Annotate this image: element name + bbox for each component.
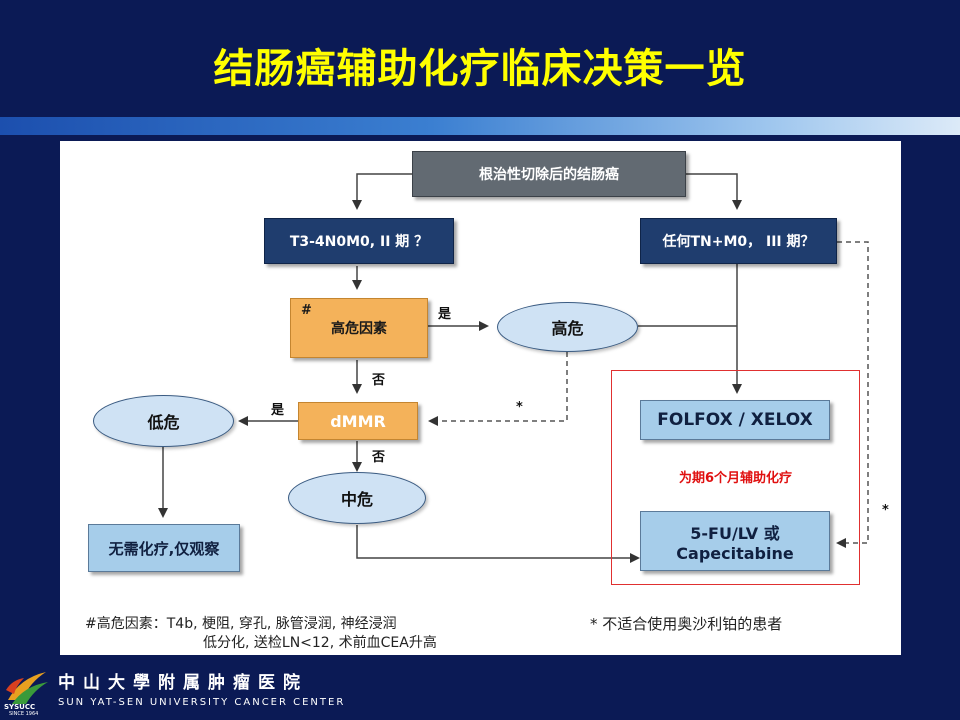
fulv-line2: Capecitabine	[676, 543, 794, 563]
duration-note: 为期6个月辅助化疗	[678, 471, 793, 486]
edge-label-no-1: 否	[372, 373, 386, 388]
node-low-risk: 低危	[93, 395, 234, 447]
node-high-risk: 高危	[497, 302, 638, 352]
risk-factors-label: 高危因素	[331, 321, 387, 337]
edge-label-star-1: *	[516, 400, 523, 415]
node-folfox: FOLFOX / XELOX	[640, 400, 830, 440]
edge-label-no-2: 否	[372, 450, 386, 465]
edge-root-stage3	[686, 173, 742, 210]
edge-mid-fulv	[356, 525, 640, 563]
footnote-risk-line1: #高危因素：T4b, 梗阻, 穿孔, 脉管浸润, 神经浸润	[85, 616, 397, 632]
institution-name-en: SUN YAT-SEN UNIVERSITY CANCER CENTER	[58, 697, 346, 708]
footnote-risk-line2: 低分化, 送检LN<12, 术前血CEA升高	[203, 635, 437, 651]
institution-name-cn: 中山大學附属肿瘤医院	[58, 673, 308, 693]
sysucc-logo-icon	[6, 672, 48, 704]
edge-label-star-2: *	[882, 503, 889, 518]
logo-subtitle: SINCE 1964	[9, 711, 39, 717]
node-stage2: T3-4N0M0, II 期 ？	[264, 218, 454, 264]
footnote-star: * 不适合使用奥沙利铂的患者	[590, 615, 783, 633]
edge-high-dmmr-dashed	[428, 352, 568, 426]
edge-root-stage2	[352, 173, 412, 210]
slide-title: 结肠癌辅助化疗临床决策一览	[213, 46, 747, 92]
node-mid-risk: 中危	[288, 472, 426, 524]
edge-label-yes-1: 是	[438, 307, 452, 322]
node-fulv: 5-FU/LV 或 Capecitabine	[640, 511, 830, 571]
fulv-line1: 5-FU/LV 或	[690, 523, 780, 543]
six-month-highlight	[611, 370, 860, 585]
risk-marker: #	[301, 303, 312, 318]
node-no-chemo: 无需化疗,仅观察	[88, 524, 240, 572]
node-stage3: 任何TN+M0， III 期？	[640, 218, 837, 264]
node-risk-factors: # 高危因素	[290, 298, 428, 358]
header-band	[0, 117, 960, 135]
edge-stage3-fulv-dashed	[836, 241, 869, 548]
node-root: 根治性切除后的结肠癌	[412, 151, 686, 197]
node-dmmr: dMMR	[298, 402, 418, 440]
logo-text: SYSUCC	[4, 703, 36, 711]
edge-label-yes-2: 是	[271, 403, 285, 418]
